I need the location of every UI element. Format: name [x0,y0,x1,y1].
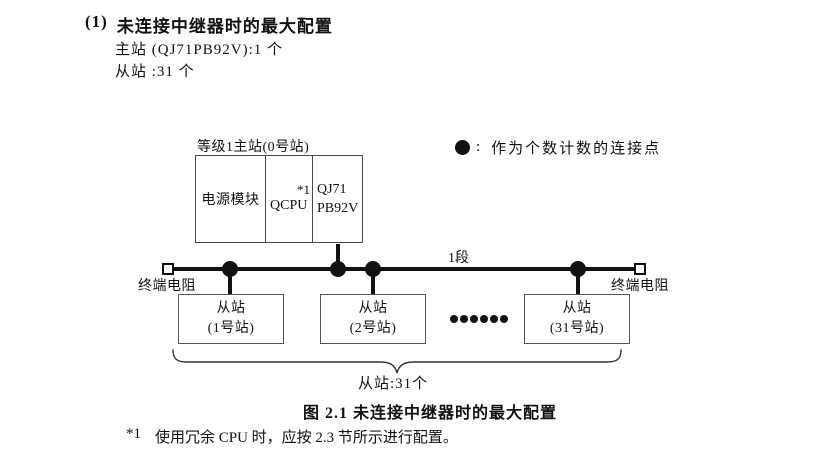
qcpu-module: *1 QCPU [266,156,313,242]
terminating-resistor-right-icon [634,263,646,275]
terminating-resistor-left-icon [162,263,174,275]
terminating-resistor-right-label: 终端电阻 [611,279,669,294]
connection-point-icon [570,261,586,277]
footnote-ref-marker: *1 [297,182,310,197]
brace-icon [172,349,622,374]
segment-label: 1段 [448,251,469,266]
slave1-drop-line [228,270,232,295]
connection-point-icon [455,140,470,155]
section-title: 未连接中继器时的最大配置 [116,17,333,36]
connection-point-icon [222,261,238,277]
slave-station-label: 从站 [216,301,246,316]
slave-station-number: (1号站) [207,321,255,336]
connection-point-icon [330,261,346,277]
footnote-text: 使用冗余 CPU 时，应按 2.3 节所示进行配置。 [155,430,458,446]
legend: : 作为个数计数的连接点 [455,137,661,158]
slave-station-number: (2号站) [349,321,397,336]
slave-count-line: 从站 :31 个 [115,64,195,80]
slave31-drop-line [576,270,580,295]
section-number: (1) [85,12,108,31]
connection-point-icon [365,261,381,277]
qj71-label-line1: QJ71 [317,182,347,197]
slave-station-1-box: 从站 (1号站) [178,294,284,344]
terminating-resistor-left-label: 终端电阻 [138,279,196,294]
footnote: *1 使用冗余 CPU 时，应按 2.3 节所示进行配置。 [126,426,458,447]
master-station-label: 等级1主站(0号站) [197,140,310,155]
figure-caption: 图 2.1 未连接中继器时的最大配置 [302,405,557,422]
master-drop-line [336,244,340,269]
slave-station-31-box: 从站 (31号站) [524,294,630,344]
slave-station-label: 从站 [358,301,388,316]
power-supply-module: 电源模块 [196,156,266,242]
section-heading: (1) 未连接中继器时的最大配置 [85,12,333,37]
legend-text: 作为个数计数的连接点 [491,141,662,157]
bus-line [173,267,636,271]
slave-station-label: 从站 [562,301,592,316]
slave2-drop-line [371,270,375,295]
qcpu-label: QCPU [270,198,308,213]
qj71pb92v-module: QJ71 PB92V [313,156,362,242]
slave-total-label: 从站:31个 [358,376,429,392]
footnote-marker: *1 [126,426,141,442]
qj71-label-line2: PB92V [317,201,359,216]
ellipsis-dots-icon [450,315,508,323]
slave-station-2-box: 从站 (2号站) [320,294,426,344]
legend-colon: : [476,139,481,155]
master-station-box: 电源模块 *1 QCPU QJ71 PB92V [195,155,363,243]
master-count-line: 主站 (QJ71PB92V):1 个 [115,42,284,58]
slave-station-number: (31号站) [549,321,605,336]
